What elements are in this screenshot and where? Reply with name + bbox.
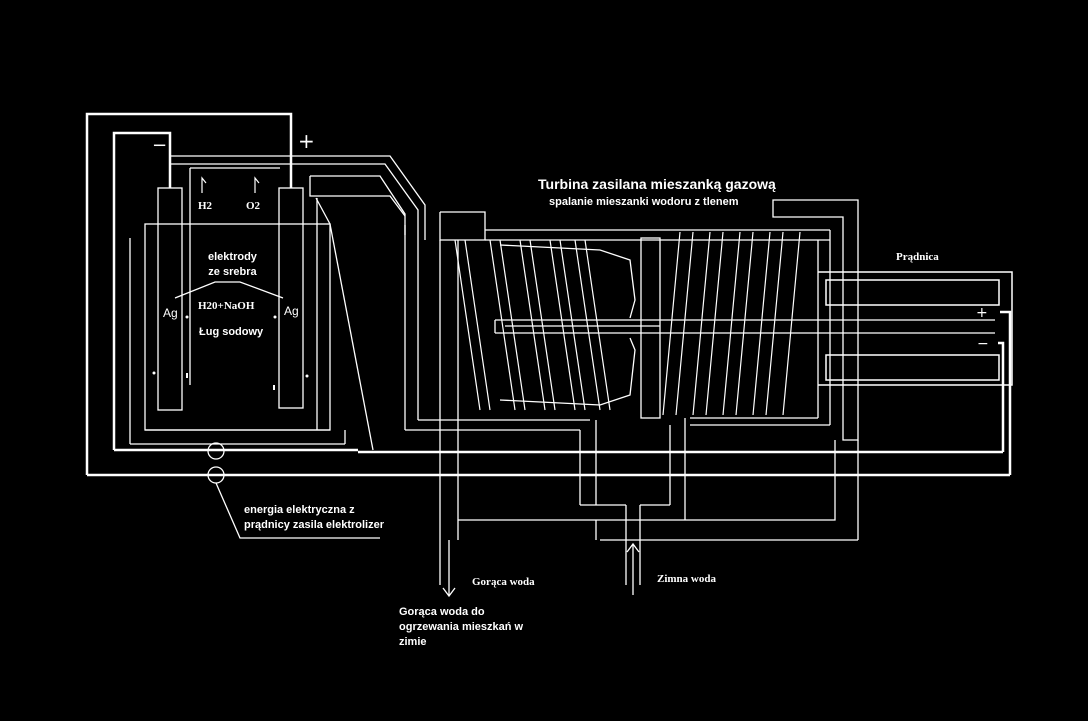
gas-pipes [170, 155, 426, 451]
turbine-subtitle: spalanie mieszanki wodoru z tlenem [549, 196, 739, 208]
power-note: energia elektryczna z prądnicy zasila el… [244, 504, 385, 531]
turbine-blades [454, 231, 801, 416]
turbine-rotor-shaft [640, 237, 661, 419]
generator-minus: − [977, 336, 989, 352]
hot-water-note: Gorąca woda do ogrzewania mieszkań w zim… [399, 606, 524, 648]
electrode-left-label: Ag [163, 306, 178, 320]
power-connector [207, 442, 380, 539]
electrolyte-formula: H20+NaOH [198, 300, 255, 312]
cold-water-label: Zimna woda [657, 573, 716, 585]
electrode-right-label: Ag [284, 304, 299, 318]
electrolyzer-minus-sign: − [152, 135, 168, 156]
turbine-housing [404, 199, 995, 441]
electrodes-label: elektrody ze srebra [208, 251, 257, 278]
water-pipes [439, 240, 859, 598]
connector-circle-top [207, 442, 225, 460]
electrode-right [278, 187, 304, 409]
electrolyzer [129, 167, 346, 445]
electrode-left [157, 187, 183, 411]
o2-label: O2 [246, 200, 261, 212]
power-loop-wires [85, 112, 1012, 477]
generator-label: Prądnica [896, 251, 939, 263]
generator [818, 271, 1013, 386]
electrolyte-name: Ług sodowy [199, 326, 264, 338]
generator-plus: + [976, 305, 988, 321]
turbine-title: Turbina zasilana mieszanką gazową [538, 176, 776, 192]
h2-label: H2 [198, 200, 213, 212]
gas-arrows [201, 176, 260, 193]
electrolyzer-plus-sign: + [298, 129, 315, 153]
hot-water-label: Gorąca woda [472, 576, 535, 588]
